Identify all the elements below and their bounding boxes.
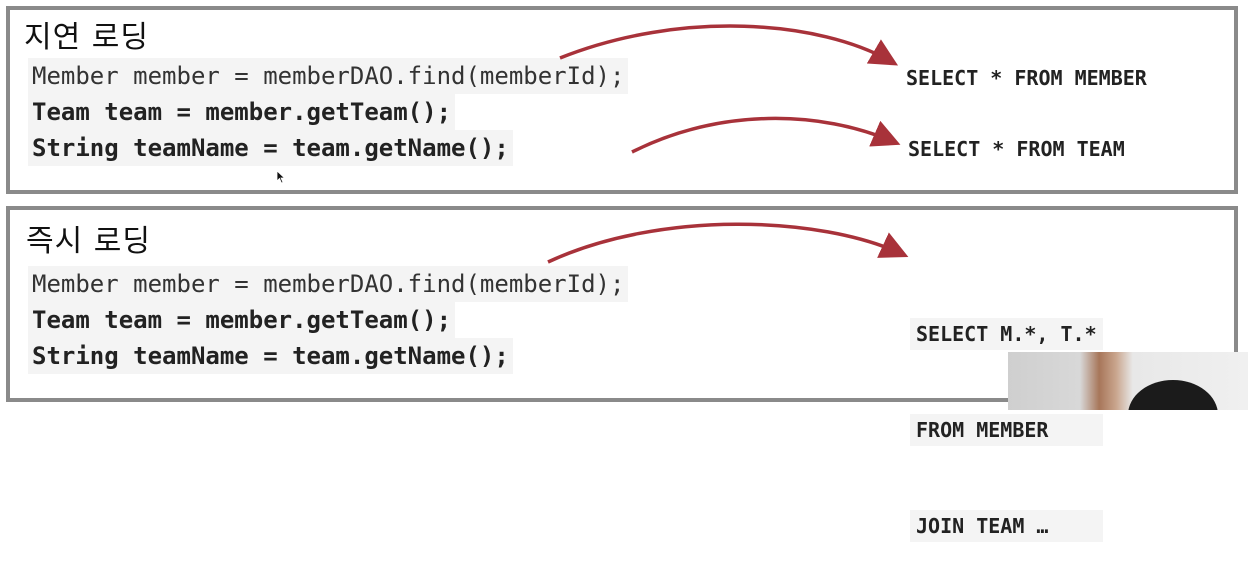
presenter-head [1128,380,1218,410]
arrow-find-to-select-member [560,26,892,62]
eager-sql-line-3: JOIN TEAM … [910,510,1103,542]
eager-sql-line-2: FROM MEMBER [910,414,1103,446]
mouse-cursor-icon [276,170,286,184]
arrows-layer [0,0,1248,410]
arrow-getname-to-select-team [632,118,894,152]
webcam-overlay [1008,352,1248,410]
arrow-find-to-join-select [548,224,902,262]
